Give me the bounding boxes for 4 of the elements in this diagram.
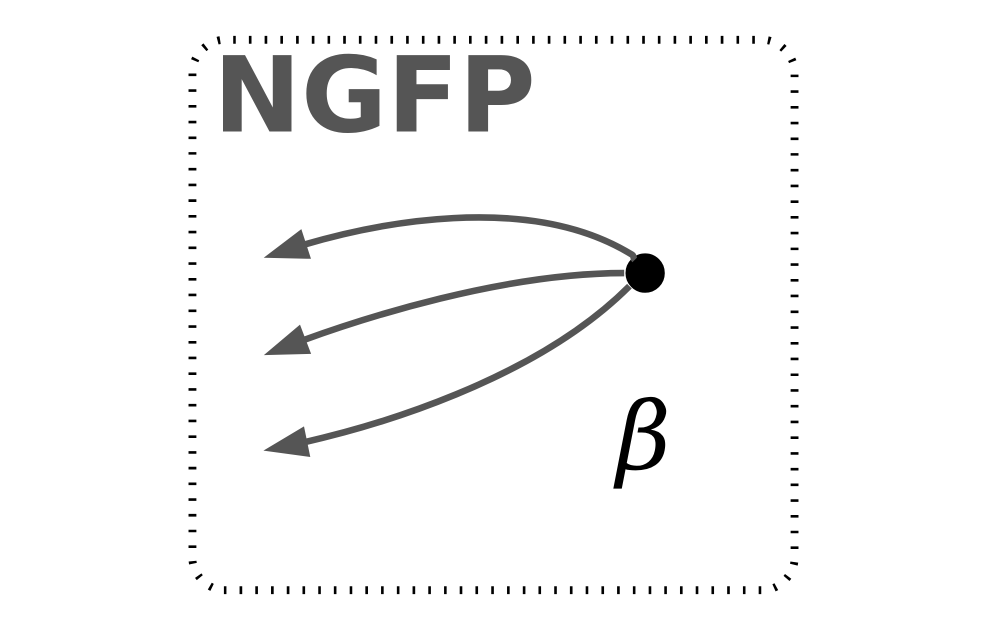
node-circle [626, 253, 665, 293]
arrow [264, 270, 624, 356]
arrow [264, 214, 638, 262]
arrow [263, 284, 632, 457]
